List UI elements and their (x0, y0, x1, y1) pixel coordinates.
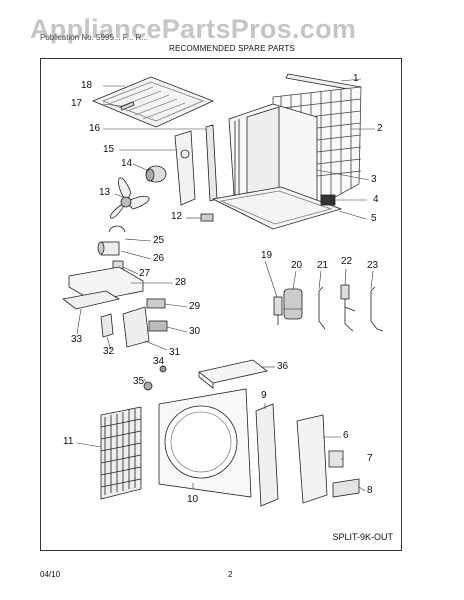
valve-cover (332, 478, 360, 498)
callout-22: 22 (341, 256, 353, 267)
callout-25: 25 (153, 235, 165, 246)
callout-33: 33 (71, 334, 83, 345)
callout-15: 15 (103, 144, 115, 155)
callout-leaders (76, 78, 375, 492)
callout-34: 34 (153, 356, 165, 367)
callout-35: 35 (133, 376, 145, 387)
callout-5: 5 (371, 213, 377, 224)
terminal-block (320, 194, 336, 206)
watermark: AppliancePartsPros.com (30, 14, 357, 44)
callout-4: 4 (373, 194, 379, 205)
right-side-panel (296, 414, 328, 504)
callout-27: 27 (139, 268, 151, 279)
callout-31: 31 (169, 347, 181, 358)
control-box (68, 266, 144, 302)
model-label: SPLIT-9K-OUT (332, 532, 393, 542)
insulation-pad (198, 359, 268, 384)
exploded-parts-drawing (62, 73, 384, 507)
condenser-coil (228, 103, 318, 210)
motor-bracket (174, 130, 196, 206)
callout-11: 11 (63, 436, 74, 447)
copper-pipe-a (318, 286, 326, 330)
callout-32: 32 (103, 346, 115, 357)
copper-pipe-b (370, 286, 384, 332)
callout-7: 7 (367, 453, 373, 464)
publication-line: Publication No. 5995... F... R... (40, 33, 149, 42)
compressor (283, 288, 303, 320)
callout-20: 20 (291, 260, 303, 271)
callout-9: 9 (261, 390, 267, 401)
service-valve (340, 284, 356, 332)
drain-plug (143, 381, 153, 391)
terminal-board (146, 298, 166, 309)
small-bracket (120, 101, 135, 111)
callout-29: 29 (189, 301, 201, 312)
footer-page-number: 2 (228, 570, 233, 579)
callout-16: 16 (89, 123, 101, 134)
relay-block (148, 320, 168, 332)
callout-10: 10 (187, 494, 199, 505)
footer-date: 04/10 (40, 570, 61, 579)
callout-26: 26 (153, 253, 165, 264)
callout-2: 2 (377, 123, 383, 134)
electrical-box (122, 306, 150, 348)
handle-cover (328, 450, 344, 468)
callout-28: 28 (175, 277, 187, 288)
callout-6: 6 (343, 430, 349, 441)
side-partition (255, 403, 279, 507)
reversing-valve (273, 296, 283, 325)
page-subtitle: RECOMMENDED SPARE PARTS (169, 44, 295, 53)
callout-17: 17 (71, 98, 83, 109)
callout-19: 19 (261, 250, 273, 261)
callout-12: 12 (171, 211, 183, 222)
front-grille (100, 406, 142, 500)
fan-blade (110, 177, 150, 219)
callout-30: 30 (189, 326, 201, 337)
capacitor (97, 241, 120, 256)
terminal-clip (200, 213, 214, 222)
control-box-cover (62, 290, 121, 310)
parts-diagram-frame: 1 2 3 4 5 9 10 11 12 13 14 15 16 17 18 1… (40, 58, 402, 551)
callout-18: 18 (81, 80, 93, 91)
mounting-plate (100, 313, 114, 338)
front-panel (158, 388, 252, 498)
callout-36: 36 (277, 361, 289, 372)
callout-21: 21 (317, 260, 329, 271)
callout-8: 8 (367, 485, 373, 496)
partition-bar (205, 124, 218, 202)
callout-3: 3 (371, 174, 377, 185)
callout-1: 1 (353, 73, 359, 84)
fan-motor (145, 165, 167, 183)
base-pan (211, 186, 343, 230)
top-cover-panel (91, 76, 215, 128)
callout-23: 23 (367, 260, 379, 271)
capacitor-strap (108, 225, 126, 233)
callout-13: 13 (99, 187, 111, 198)
callout-14: 14 (121, 158, 133, 169)
